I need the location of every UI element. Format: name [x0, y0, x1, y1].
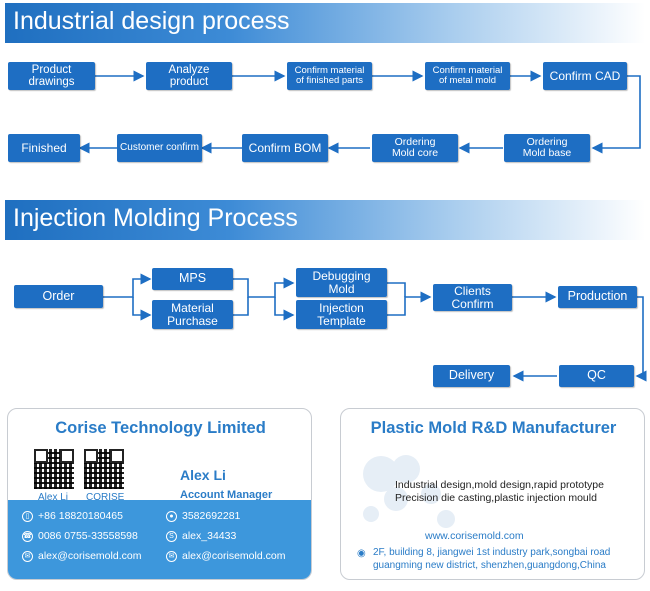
qq-icon: ● [166, 510, 177, 522]
arrow-order-to-mps [103, 273, 152, 298]
step-qc: QC [559, 365, 634, 387]
arrow-to-debugging [262, 277, 295, 298]
envelope-icon: ✉ [166, 550, 177, 562]
flow-connectors [78, 70, 647, 382]
business-card-company: Plastic Mold R&D Manufacturer Industrial… [340, 408, 645, 580]
injection-molding-title: Injection Molding Process [13, 204, 298, 232]
arrow-mps-join [233, 278, 262, 298]
industrial-design-banner: Industrial design process [5, 3, 645, 43]
email-contact[interactable]: ✉alex@corisemold.com [22, 550, 141, 562]
qr-label-personal: Alex Li [38, 492, 69, 503]
world-map-watermark [363, 455, 455, 528]
arrow-order-to-purchase [132, 297, 152, 321]
contact-title: Account Manager [180, 489, 273, 501]
injection-molding-banner: Injection Molding Process [5, 200, 645, 240]
arrow-to-injection-template [274, 297, 295, 321]
arrow-purchase-join [233, 297, 249, 316]
website-link[interactable]: www.corisemold.com [425, 530, 524, 542]
qr-code-personal [34, 449, 74, 489]
arrow-debugging-join [387, 282, 406, 297]
contact-name: Alex Li [180, 467, 226, 483]
location-pin-icon: ◉ [357, 548, 366, 559]
arrow-cad-to-mold-base [591, 75, 641, 154]
qq-contact: ●3582692281 [166, 510, 240, 522]
tel-contact: ☎0086 0755-33558598 [22, 530, 138, 542]
email-contact-secondary[interactable]: ✉alex@corisemold.com [166, 550, 285, 562]
qr-code-company [84, 449, 124, 489]
qr-label-company: CORISE [86, 492, 125, 503]
business-card-contact: Corise Technology Limited Alex Li CORISE… [7, 408, 312, 580]
contact-band: ▯+86 18820180465 ☎0086 0755-33558598 ✉al… [8, 500, 311, 579]
step-confirm-bom: Confirm BOM [242, 134, 328, 162]
telephone-icon: ☎ [22, 530, 33, 542]
mobile-contact: ▯+86 18820180465 [22, 510, 123, 522]
arrow-to-clients-confirm [387, 291, 432, 316]
services-line-2: Precision die casting,plastic injection … [395, 492, 597, 504]
step-delivery: Delivery [433, 365, 510, 387]
step-customer-confirm: Customer confirm [117, 134, 202, 162]
services-line-1: Industrial design,mold design,rapid prot… [395, 479, 604, 491]
arrow-production-to-qc [635, 296, 647, 382]
step-mps: MPS [152, 268, 233, 290]
skype-icon: S [166, 530, 177, 542]
address-line-1: 2F, building 8, jiangwei 1st industry pa… [373, 547, 611, 558]
step-confirm-cad: Confirm CAD [543, 62, 627, 90]
mobile-icon: ▯ [22, 510, 33, 522]
step-order: Order [14, 285, 103, 308]
step-production: Production [558, 286, 637, 308]
company-name: Corise Technology Limited [55, 419, 266, 437]
email-icon: ✉ [22, 550, 33, 562]
manufacturer-heading: Plastic Mold R&D Manufacturer [370, 419, 617, 437]
industrial-design-title: Industrial design process [13, 7, 290, 35]
address-line-2: guangming new district, shenzhen,guangdo… [373, 560, 606, 571]
step-finished: Finished [8, 134, 80, 162]
